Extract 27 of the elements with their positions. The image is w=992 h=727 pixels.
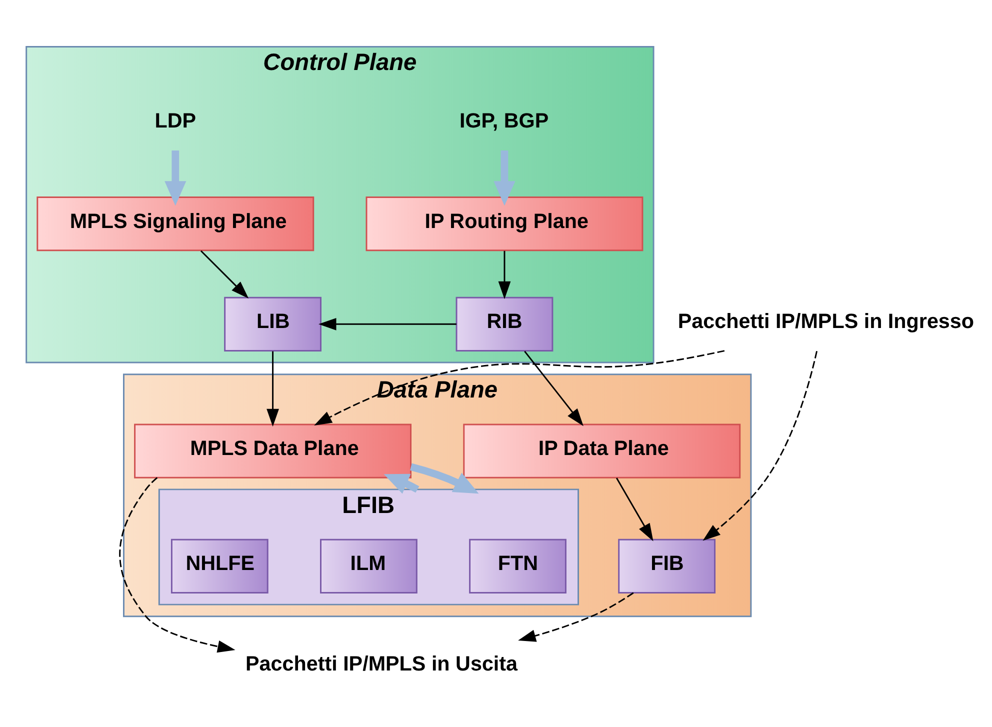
node-box: LIB	[224, 296, 322, 351]
arrow	[494, 150, 516, 206]
node-box: FIB	[618, 538, 716, 593]
arrow	[702, 350, 818, 540]
node-box: IP Routing Plane	[366, 196, 644, 251]
arrow	[524, 350, 584, 426]
arrow	[384, 473, 420, 494]
node-text: Pacchetti IP/MPLS in Ingresso	[678, 310, 974, 333]
node-box: IP Data Plane	[463, 423, 741, 478]
node-text: IGP, BGP	[459, 108, 549, 132]
arrow	[616, 477, 654, 541]
node-box: MPLS Signaling Plane	[36, 196, 314, 251]
node-box: NHLFE	[170, 538, 268, 593]
arrow	[164, 150, 186, 206]
node-text: LDP	[154, 108, 196, 132]
arrow	[318, 317, 456, 330]
arrow	[266, 350, 279, 426]
arrow	[518, 592, 634, 642]
arrow	[314, 350, 725, 425]
node-box: MPLS Data Plane	[134, 423, 412, 478]
arrow	[200, 250, 249, 298]
node-box: ILM	[320, 538, 418, 593]
arrow	[410, 462, 479, 494]
arrow	[498, 250, 511, 299]
node-box: RIB	[456, 296, 554, 351]
node-text: Pacchetti IP/MPLS in Uscita	[245, 652, 518, 676]
node-box: FTN	[469, 538, 566, 593]
